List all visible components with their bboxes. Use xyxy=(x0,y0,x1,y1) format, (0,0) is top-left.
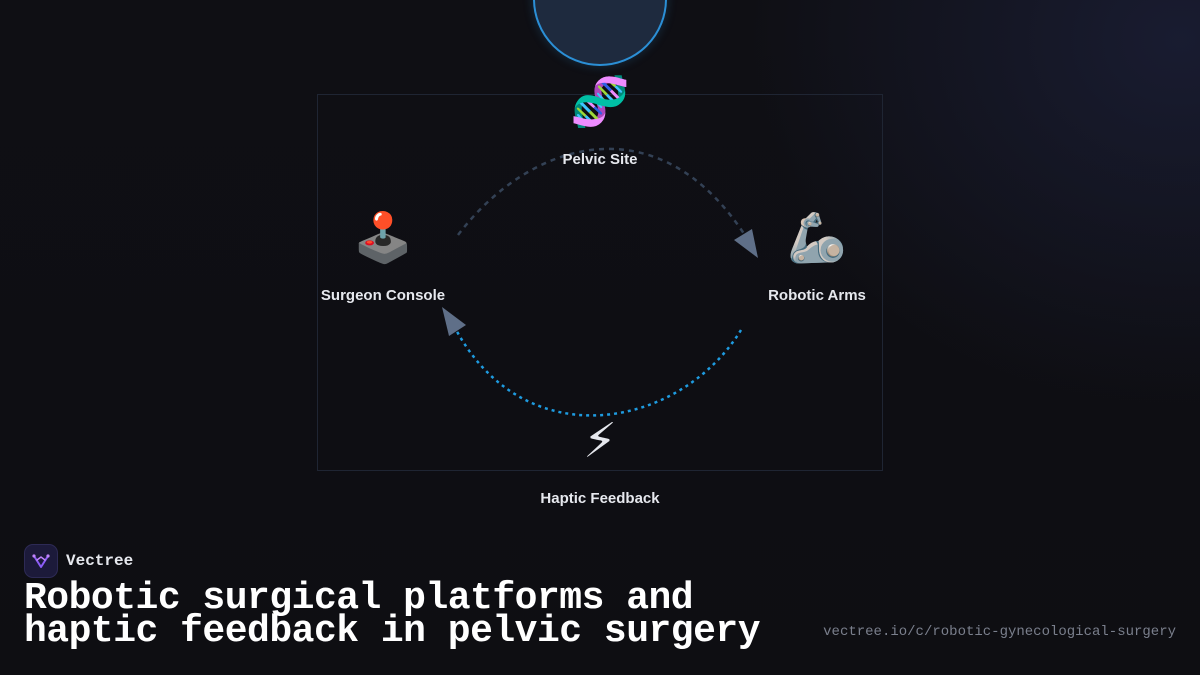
arc-arms-to-console xyxy=(450,321,743,417)
brand[interactable]: Vectree xyxy=(24,544,133,578)
vectree-logo-icon xyxy=(24,544,58,578)
source-url[interactable]: vectree.io/c/robotic-gynecological-surge… xyxy=(823,624,1176,640)
mechanical-arm-icon: 🦾 xyxy=(787,210,847,266)
diagram-frame xyxy=(317,94,883,471)
node-label-haptic-feedback: Haptic Feedback xyxy=(540,490,660,507)
arrowhead-to-arms xyxy=(734,229,758,258)
arrowhead-to-console xyxy=(442,307,466,336)
joystick-icon: 🕹️ xyxy=(353,210,413,266)
node-label-pelvic-site: Pelvic Site xyxy=(562,151,638,168)
node-label-robotic-arms: Robotic Arms xyxy=(768,287,866,304)
brand-name: Vectree xyxy=(66,552,134,570)
dna-icon: 🧬 xyxy=(570,74,630,130)
page-title: Robotic surgical platforms and haptic fe… xyxy=(24,577,761,653)
arc-console-to-arms xyxy=(457,147,750,241)
node-label-surgeon-console: Surgeon Console xyxy=(320,287,446,304)
lightning-icon: ⚡ xyxy=(583,413,617,469)
